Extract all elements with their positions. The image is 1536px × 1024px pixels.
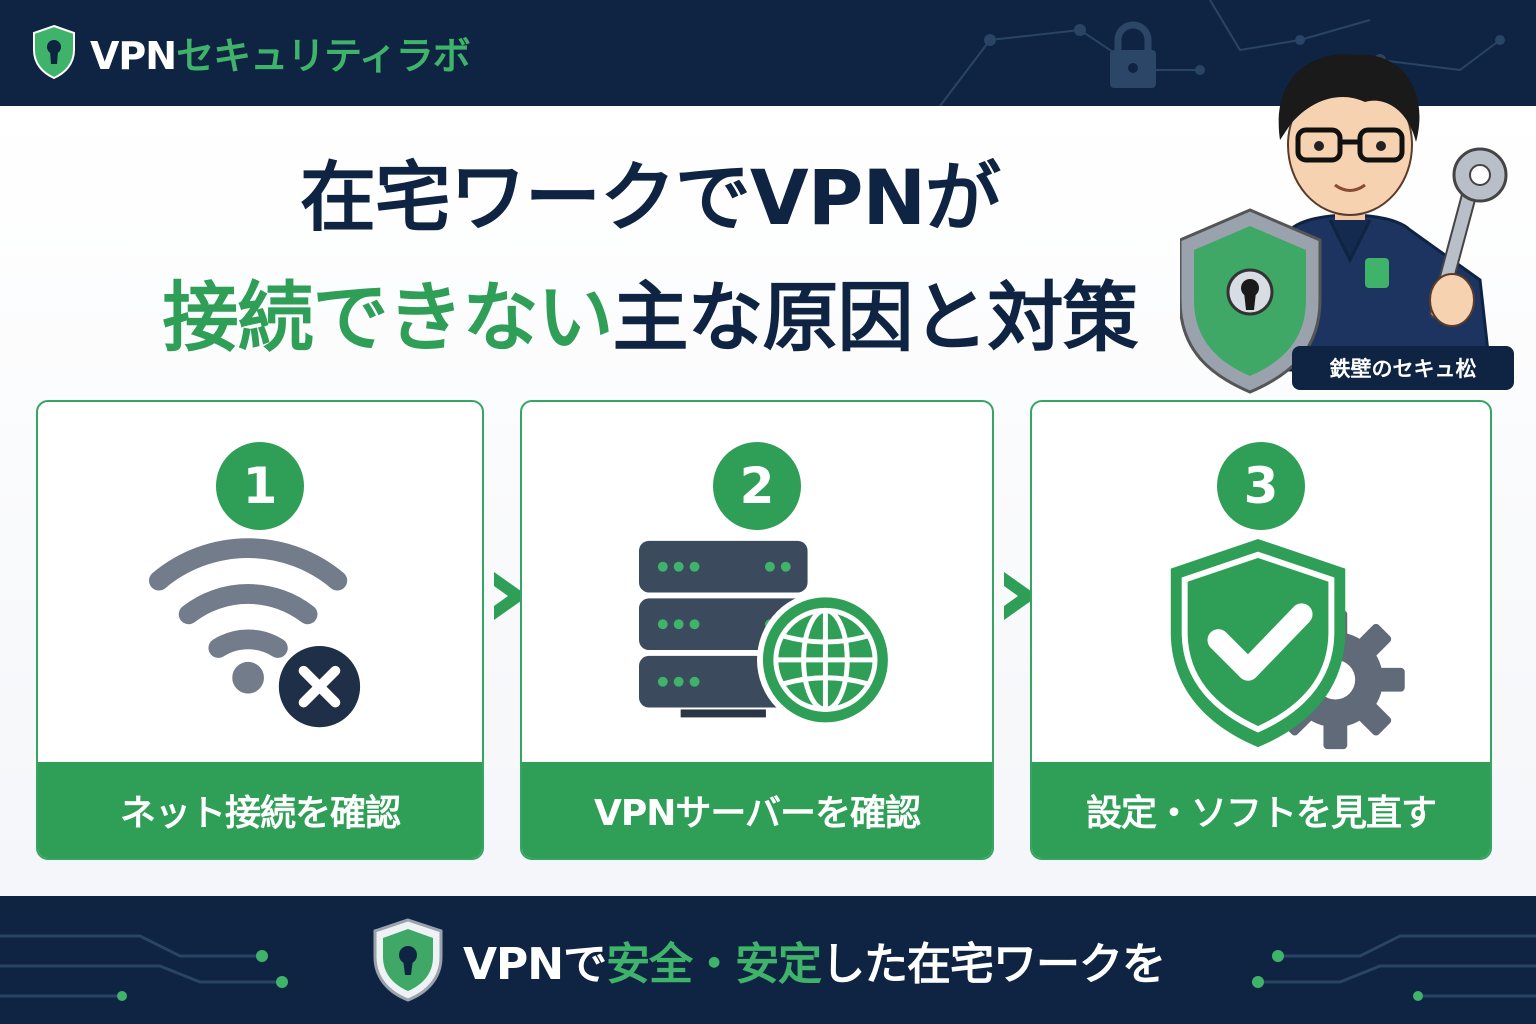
page-title-line1: 在宅ワークでVPNが: [299, 153, 1001, 242]
footer-part2: した在宅ワークを: [821, 939, 1166, 990]
shield-icon: [1170, 538, 1346, 748]
chevron-right-icon: [1004, 572, 1038, 620]
step-card-2[interactable]: 2 VPNサーバーを: [520, 400, 994, 860]
glasses-icon: [1295, 127, 1405, 163]
step-card-1[interactable]: 1 ネット接続を確認: [36, 400, 484, 860]
shield-check-gear-icon: [1170, 538, 1405, 750]
step-label-3: 設定・ソフトを見直す: [1032, 762, 1490, 858]
brand-logo[interactable]: VPNセキュリティラボ: [30, 24, 471, 80]
wifi-disconnected-icon: [149, 538, 367, 734]
title-highlight: 接続できない: [162, 273, 614, 362]
circuit-decoration: [0, 934, 1536, 1001]
padlock-icon: [1110, 21, 1156, 88]
step-number-3: 3: [1217, 442, 1305, 530]
title-rest: 主な原因と対策: [612, 273, 1139, 362]
chevron-right-icon: [494, 572, 528, 620]
brand-name: VPNセキュリティラボ: [90, 25, 471, 80]
keyhole-shield-icon: [373, 918, 443, 1002]
footer-text: VPNで安全・安定した在宅ワークを: [462, 928, 1166, 992]
footer-slogan: VPNで安全・安定した在宅ワークを: [0, 896, 1536, 1024]
step-number-2: 2: [713, 442, 801, 530]
character-nameplate: 鉄壁のセキュ松: [1292, 346, 1514, 390]
step-number-1: 1: [216, 442, 304, 530]
hoodie-badge-icon: [1365, 258, 1389, 288]
globe-icon: [756, 591, 894, 729]
keyhole-shield-icon: [1180, 208, 1322, 394]
page-title-line2: 接続できない主な原因と対策: [0, 256, 1300, 366]
footer-highlight-safe: 安全: [606, 939, 693, 990]
top-banner: VPNセキュリティラボ: [0, 0, 1536, 106]
check-icon: [1207, 603, 1313, 681]
keyhole-shield-icon: [33, 24, 75, 80]
close-icon: [272, 640, 367, 734]
footer-separator: ・: [692, 939, 736, 990]
server-globe-icon: [639, 540, 894, 729]
footer-part1: VPNで: [462, 939, 607, 990]
step-label-1: ネット接続を確認: [38, 762, 482, 858]
brand-primary: VPN: [90, 33, 177, 78]
footer-highlight-stable: 安定: [735, 939, 822, 990]
security-mascot: [1180, 54, 1508, 394]
brand-secondary: セキュリティラボ: [176, 33, 471, 78]
step-card-3[interactable]: 3 設定・ソフトを見直す: [1030, 400, 1492, 860]
bottom-banner: VPNで安全・安定した在宅ワークを: [0, 896, 1536, 1024]
step-label-2: VPNサーバーを確認: [522, 762, 992, 858]
